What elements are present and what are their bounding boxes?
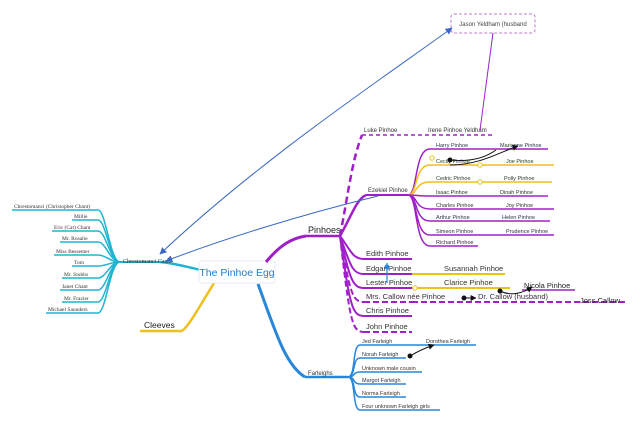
other-pinhoe-label[interactable]: Chris Pinhoe [366, 306, 409, 315]
spouse-label[interactable]: Dinah Pinhoe [500, 190, 533, 196]
irene-label[interactable]: Irene Pinhoe Yeldham [428, 128, 487, 134]
root-node-box [198, 260, 276, 284]
other-spouse-label[interactable]: Susannah Pinhoe [444, 264, 503, 273]
castle-member-label[interactable]: Mr. Frazier [64, 296, 89, 302]
other-pinhoe-connector [339, 235, 365, 333]
other-spouse-label[interactable]: Dr. Callow (husband) [478, 292, 549, 301]
spouse-marker [412, 285, 418, 291]
spouse-marker [477, 179, 483, 185]
jason-label[interactable]: Jason Yeldham (husband [459, 22, 526, 28]
spouse-label[interactable]: Marianne Pinhoe [500, 143, 542, 149]
farleigh-spouse-label[interactable]: Dorothea Farleigh [426, 339, 470, 345]
jason-box [450, 13, 536, 34]
farleigh-connector [347, 371, 361, 378]
castle-member-connector [97, 261, 121, 314]
castle-member-label[interactable]: Mr. Rosalie [62, 236, 88, 242]
joss-label[interactable]: Joss Callow [580, 296, 621, 305]
castle-member-label[interactable]: Miss Bessemer [56, 249, 90, 255]
cecily-marker [429, 155, 435, 161]
cecily-marianne-link [449, 144, 519, 166]
castle-member-label[interactable]: Millie [74, 214, 88, 220]
ezekiel-child-label[interactable]: Richard Pinhoe [436, 240, 474, 246]
pinhoes-to-ezekiel-line [338, 193, 367, 237]
other-pinhoe-label[interactable]: Edith Pinhoe [366, 249, 409, 258]
cleeves-label[interactable]: Cleeves [144, 320, 175, 330]
ezekiel-child-connector [407, 164, 431, 196]
root-to-cleeves-line [181, 279, 218, 332]
farleigh-label[interactable]: Norma Farleigh [362, 391, 400, 397]
castle-member-label[interactable]: Janet Chant [62, 284, 88, 290]
spouse-label[interactable]: Polly Pinhoe [504, 176, 535, 182]
cleeves-branch: Cleeves [140, 279, 218, 333]
ezekiel-child-label[interactable]: Cecily Pinhoe [436, 159, 470, 165]
clarice-nicola-link [499, 286, 533, 295]
root-node[interactable]: The Pinhoe Egg [198, 260, 276, 284]
ezekiel-castle-link [165, 195, 379, 262]
root-to-pinhoes-line [264, 234, 307, 263]
root-label[interactable]: The Pinhoe Egg [199, 267, 274, 279]
jason-node[interactable]: Jason Yeldham (husband [450, 13, 536, 34]
spouse-label[interactable]: Joe Pinhoe [506, 159, 534, 165]
spouse-marker [477, 162, 483, 168]
farleigh-label[interactable]: Margot Farleigh [362, 378, 401, 384]
spouse-label[interactable]: Prudence Pinhoe [506, 229, 548, 235]
nicola-label[interactable]: Nicola Pinhoe [524, 281, 570, 290]
pinhoes-to-luke-line [338, 134, 364, 237]
castle-member-label[interactable]: Mr. Stubbs [64, 272, 88, 278]
other-pinhoe-label[interactable]: John Pinhoe [366, 322, 408, 331]
spouse-label[interactable]: Helen Pinhoe [502, 215, 535, 221]
farleigh-label[interactable]: Unknown male cousin [362, 366, 416, 372]
farleighs-label[interactable]: Farleighs [308, 371, 333, 377]
ezekiel-child-label[interactable]: Isaac Pinhoe [436, 190, 468, 196]
castle-label[interactable]: Chrestomanci Castle [123, 259, 173, 265]
luke-label[interactable]: Luke Pinhoe [364, 128, 398, 134]
norah-dorothea-link [409, 343, 435, 357]
farleigh-connector [347, 376, 361, 411]
pinhoes-label[interactable]: Pinhoes [308, 225, 341, 235]
ezekiel-child-label[interactable]: Cedric Pinhoe [436, 176, 471, 182]
edgar-link-dot [384, 264, 390, 270]
ezekiel-child-label[interactable]: Simeon Pinhoe [436, 229, 473, 235]
ezekiel-label[interactable]: Ezekiel Pinhoe [368, 188, 408, 194]
castle-member-label[interactable]: Eric (Cat) Chant [54, 224, 91, 231]
irene-to-jason-line [479, 32, 494, 131]
castle-jason-link [159, 27, 453, 255]
spouse-label[interactable]: Joy Pinhoe [506, 203, 533, 209]
farleigh-label[interactable]: Jed Farleigh [362, 339, 392, 345]
castle-member-connector [97, 230, 121, 263]
ezekiel-child-label[interactable]: Charles Pinhoe [436, 203, 474, 209]
ezekiel-child-label[interactable]: Arthur Pinhoe [436, 215, 470, 221]
castle-members: Chrestomanci (Christopher Chant) MillieEr… [12, 203, 121, 314]
castle-member-label[interactable]: Michael Saunders [48, 307, 88, 313]
ezekiel-child-label[interactable]: Harry Pinhoe [436, 143, 468, 149]
castle-member-connector [97, 254, 121, 263]
farleigh-label[interactable]: Norah Farleigh [362, 352, 398, 358]
relationship-connectors [159, 27, 533, 359]
other-spouse-label[interactable]: Clarice Pinhoe [444, 278, 493, 287]
other-pinhoe-label[interactable]: Lester Pinhoe [366, 278, 412, 287]
castle-branch: Chrestomanci Castle Chrestomanci (Christ… [12, 203, 211, 314]
cecily-link-curve [449, 149, 497, 161]
root-to-farleighs-line [256, 283, 306, 379]
other-pinhoe-label[interactable]: Mrs. Callow née Pinhoe [366, 292, 445, 301]
castle-member-label[interactable]: Chrestomanci (Christopher Chant) [14, 203, 90, 210]
castle-member-label[interactable]: Tom [74, 260, 85, 266]
farleigh-label[interactable]: Four unknown Farleigh girls [362, 404, 430, 410]
